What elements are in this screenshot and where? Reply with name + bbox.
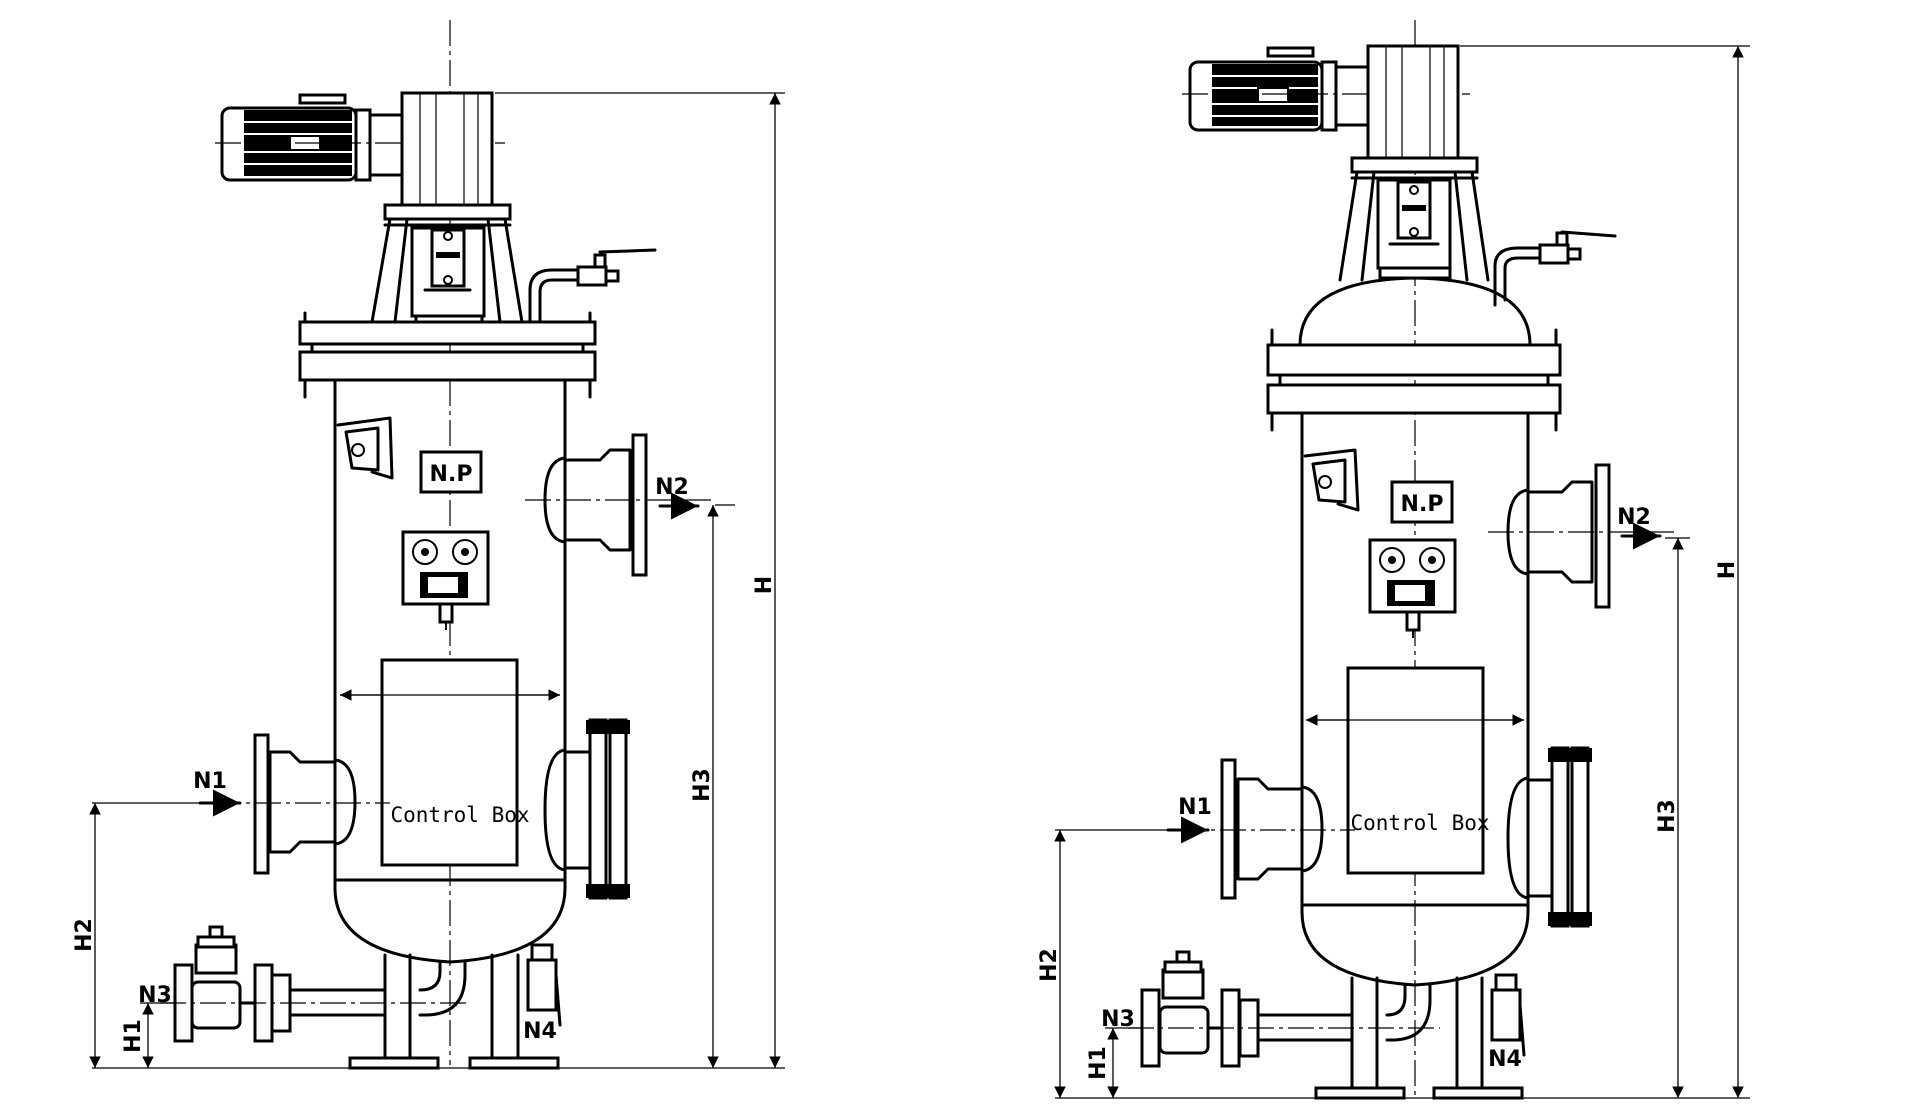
vessel-body <box>1300 411 1530 987</box>
lifting-lug <box>336 416 394 480</box>
control-box-label: Control Box <box>390 803 529 827</box>
h2-label: H2 <box>1037 948 1062 982</box>
dimension-h: H <box>1460 45 1750 1098</box>
vessel-body <box>333 378 567 964</box>
dimension-h3: H3 <box>1655 537 1690 1098</box>
side-flange <box>543 718 630 900</box>
inlet-nozzle-n1: N1 <box>193 733 390 875</box>
h-label: H <box>752 576 777 594</box>
vent-valve <box>528 248 657 324</box>
nameplate <box>419 450 483 494</box>
h2-label: H2 <box>72 918 97 952</box>
nameplate-label: N.P <box>1401 492 1444 517</box>
motor <box>215 93 505 182</box>
n3-label: N3 <box>138 983 172 1008</box>
h3-label: H3 <box>1655 799 1680 833</box>
dimension-h: H <box>495 92 785 1068</box>
control-box-label: Control Box <box>1350 811 1489 835</box>
drain-valve-n3: N3 <box>1101 950 1440 1068</box>
dimension-h1: H1 <box>121 1002 175 1068</box>
h-label: H <box>1715 561 1740 579</box>
filter-flat-top: N.P DN Control Box N2 <box>72 20 785 1070</box>
drain-outlet-n4: N4 <box>1488 973 1526 1072</box>
dimension-h3: H3 <box>690 504 735 1068</box>
drain-outlet-n4: N4 <box>523 943 562 1044</box>
n1-label: N1 <box>193 769 227 794</box>
h1-label: H1 <box>121 1019 146 1053</box>
control-box <box>1346 666 1485 875</box>
n4-label: N4 <box>1488 1047 1522 1072</box>
side-flange <box>1506 746 1592 928</box>
dome-head <box>1298 276 1532 347</box>
gauge-panel <box>401 530 490 630</box>
lifting-lug <box>1303 448 1360 512</box>
support-frame <box>370 217 524 328</box>
vent-valve <box>1493 230 1617 307</box>
support-frame <box>1338 170 1490 282</box>
gearbox <box>1350 44 1479 180</box>
h1-label: H1 <box>1086 1046 1111 1080</box>
gauge-panel <box>1368 538 1457 638</box>
control-box <box>380 658 519 867</box>
nameplate <box>1390 480 1454 524</box>
nameplate-label: N.P <box>430 462 473 487</box>
h3-label: H3 <box>690 768 715 802</box>
n4-label: N4 <box>523 1019 557 1044</box>
dimension-h2: H2 <box>1037 829 1168 1098</box>
gearbox <box>383 91 512 227</box>
n2-label: N2 <box>1617 505 1651 530</box>
motor <box>1182 46 1470 132</box>
filter-dome-top: N.P DN Control Box N2 <box>1037 20 1750 1100</box>
dimension-h2: H2 <box>72 802 200 1068</box>
top-flange <box>1266 328 1562 432</box>
n1-label: N1 <box>1178 795 1212 820</box>
outlet-nozzle-n2: N2 <box>1488 463 1678 609</box>
outlet-nozzle-n2: N2 <box>525 433 715 577</box>
dimension-h1: H1 <box>1086 1027 1142 1098</box>
drain-valve-n3: N3 <box>138 925 470 1043</box>
inlet-nozzle-n1: N1 <box>1166 758 1355 900</box>
n2-label: N2 <box>655 475 689 500</box>
top-flange <box>298 311 597 399</box>
